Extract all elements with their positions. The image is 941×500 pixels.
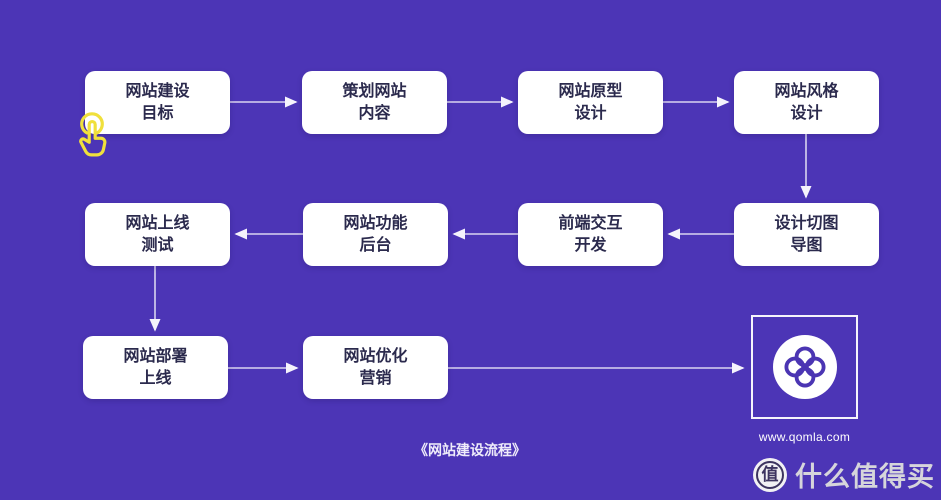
logo-website-url: www.qomla.com — [758, 430, 851, 444]
node-label-line1: 网站功能 — [343, 214, 408, 232]
qomla-logo-icon — [772, 335, 837, 399]
node-label-line1: 网站部署 — [123, 347, 188, 365]
flow-node-design-slicing: 设计切图 导图 — [734, 203, 879, 266]
flow-node-frontend-dev: 前端交互 开发 — [518, 203, 663, 266]
smzdm-site-name: 什么值得买 — [795, 462, 935, 492]
node-label-line2: 测试 — [141, 236, 174, 254]
tap-hand-icon — [79, 112, 107, 157]
flow-node-prototype-design: 网站原型 设计 — [518, 71, 663, 134]
node-label-line2: 开发 — [574, 236, 607, 254]
flow-node-plan-content: 策划网站 内容 — [302, 71, 447, 134]
smzdm-watermark: 值 什么值得买 — [753, 455, 935, 494]
node-label-line2: 营销 — [359, 369, 392, 387]
flow-node-website-goal: 网站建设 目标 — [85, 71, 230, 134]
node-label-line1: 策划网站 — [342, 82, 407, 100]
qomla-logo-box — [751, 315, 858, 419]
node-label-line1: 网站上线 — [125, 214, 190, 232]
smzdm-badge-icon: 值 — [753, 457, 787, 492]
node-label-line2: 目标 — [141, 104, 174, 122]
node-label-line1: 网站风格 — [774, 82, 839, 100]
node-label-line1: 网站建设 — [125, 82, 190, 100]
node-label-line1: 网站优化 — [343, 347, 408, 365]
node-label-line1: 前端交互 — [558, 214, 623, 232]
flowchart-caption: 《网站建设流程》 — [414, 442, 526, 458]
node-label-line2: 设计 — [574, 104, 607, 122]
smzdm-badge-char: 值 — [756, 460, 784, 489]
node-label-line2: 设计 — [790, 104, 823, 122]
flow-node-optimize-marketing: 网站优化 营销 — [303, 336, 448, 399]
flow-node-launch-testing: 网站上线 测试 — [85, 203, 230, 266]
node-label-line2: 后台 — [359, 236, 392, 254]
flow-node-style-design: 网站风格 设计 — [734, 71, 879, 134]
flow-node-function-backend: 网站功能 后台 — [303, 203, 448, 266]
node-label-line2: 上线 — [139, 369, 172, 387]
node-label-line2: 导图 — [790, 236, 823, 254]
node-label-line2: 内容 — [358, 104, 391, 122]
node-label-line1: 设计切图 — [774, 214, 839, 232]
flow-node-deploy-online: 网站部署 上线 — [83, 336, 228, 399]
node-label-line1: 网站原型 — [558, 82, 623, 100]
